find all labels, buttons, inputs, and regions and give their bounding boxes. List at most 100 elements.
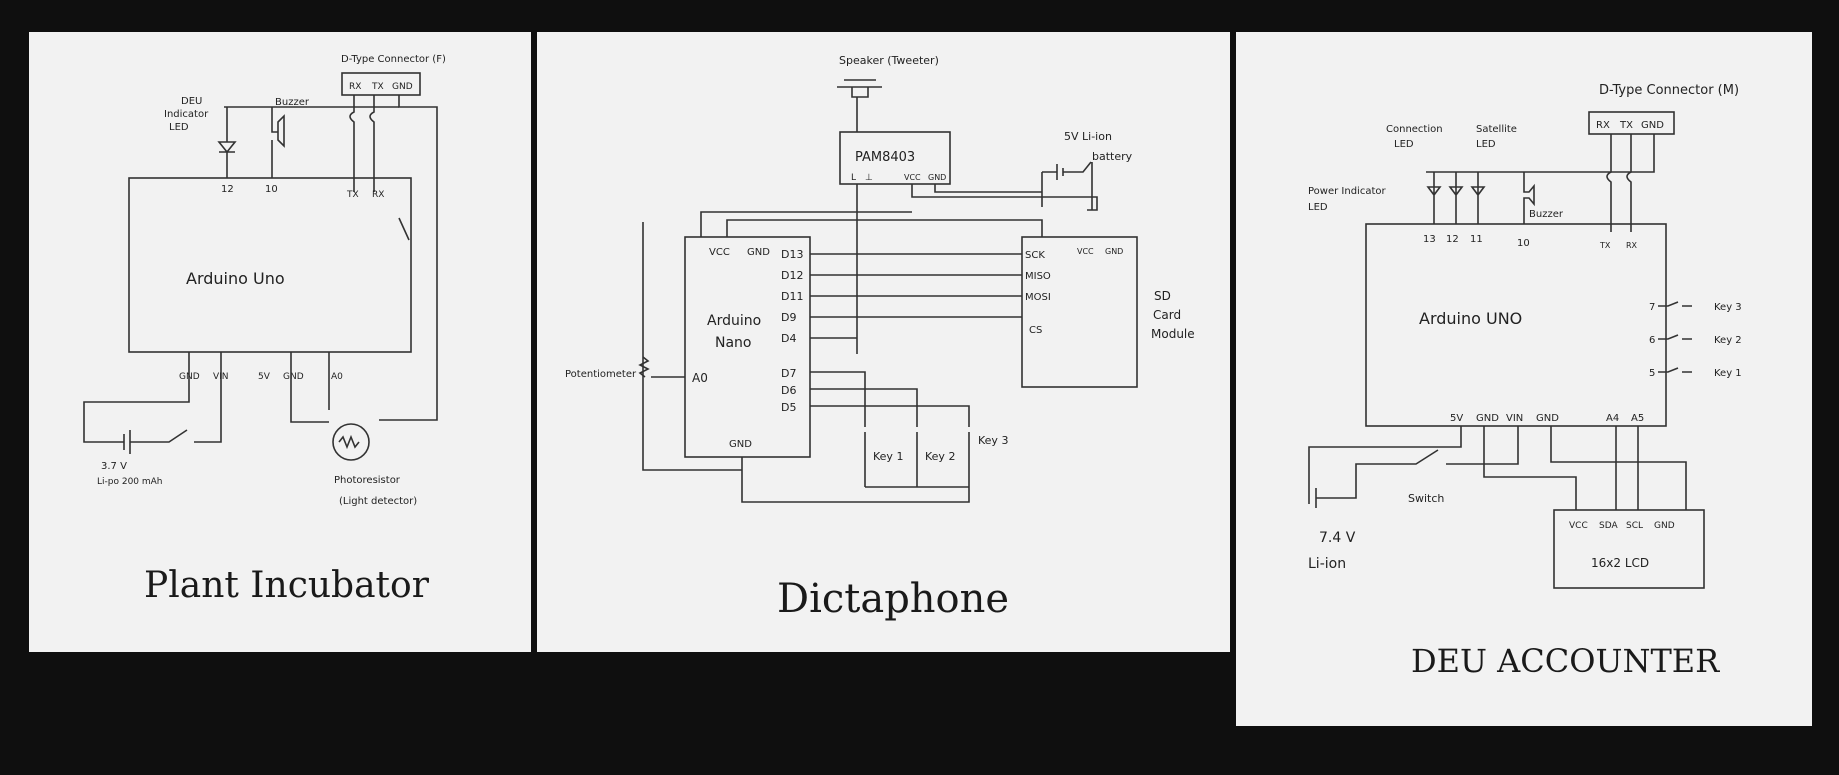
sd-pin-mosi: MOSI xyxy=(1025,292,1051,303)
wire-vin xyxy=(1446,426,1519,465)
lcd-pin-sda: SDA xyxy=(1599,521,1618,531)
wire-key1 xyxy=(810,371,866,427)
connector-pin-tx: TX xyxy=(371,82,384,92)
power-led-2: LED xyxy=(1308,202,1328,213)
nano-d7: D7 xyxy=(781,367,796,380)
pin-rx: RX xyxy=(372,190,384,200)
key-1: Key 1 xyxy=(873,450,903,463)
sd-pin-gnd: GND xyxy=(1105,247,1123,256)
amp-pin-vcc: VCC xyxy=(904,173,921,182)
pin-10: 10 xyxy=(265,184,278,195)
nano-d11: D11 xyxy=(781,290,803,303)
wire-vcc xyxy=(911,184,1098,211)
lcd-label: 16x2 LCD xyxy=(1591,556,1649,570)
pin-gnd-2: GND xyxy=(1536,413,1559,424)
board-label-2: Nano xyxy=(715,335,752,351)
battery-icon xyxy=(123,430,131,454)
connector-label: D-Type Connector (F) xyxy=(341,54,446,65)
wire-rx xyxy=(1606,134,1612,232)
wire-tx xyxy=(369,95,375,192)
pin-5v: 5V xyxy=(258,372,271,382)
board-label: Arduino UNO xyxy=(1419,309,1522,328)
pin-gnd-1: GND xyxy=(1476,413,1499,424)
wire-battery xyxy=(1308,426,1462,492)
led-icons xyxy=(1426,172,1486,224)
sd-pin-sck: SCK xyxy=(1025,250,1045,261)
potentiometer-icon xyxy=(638,356,685,378)
pin-rx: RX xyxy=(1626,241,1638,250)
pin-12: 12 xyxy=(221,184,234,195)
power-led-1: Power Indicator xyxy=(1308,186,1386,197)
sensor-label: Photoresistor xyxy=(334,475,401,486)
speaker-icon xyxy=(837,79,882,132)
sd-label-1: SD xyxy=(1154,289,1171,303)
pin-a0: A0 xyxy=(331,372,343,382)
led-label-3: LED xyxy=(169,122,189,133)
wire-switch xyxy=(1316,449,1439,499)
wire-vcc-lcd xyxy=(1483,426,1577,510)
key-3: Key 3 xyxy=(1714,302,1742,313)
pin-a5: A5 xyxy=(1631,413,1644,424)
battery-voltage: 3.7 V xyxy=(101,461,127,472)
nano-d5: D5 xyxy=(781,401,796,414)
key-switches xyxy=(1658,301,1692,373)
wire-photo-1 xyxy=(290,352,329,423)
battery-label-2: battery xyxy=(1092,150,1133,163)
sheet-dictaphone: Speaker (Tweeter) PAM8403 L ⊥ VCC GND 5V… xyxy=(537,32,1230,652)
nano-gnd-bottom: GND xyxy=(729,439,752,450)
connector-pin-gnd: GND xyxy=(392,82,413,92)
pin-10: 10 xyxy=(1517,238,1530,249)
led-label-2: Indicator xyxy=(164,109,209,120)
buzzer-label: Buzzer xyxy=(275,97,310,108)
led-connection-1: Connection xyxy=(1386,124,1443,135)
pin-a4: A4 xyxy=(1606,413,1619,424)
speaker-label: Speaker (Tweeter) xyxy=(839,54,939,67)
wire-vin xyxy=(194,352,222,443)
pin-vin: VIN xyxy=(1506,413,1523,424)
wire-gnd xyxy=(379,95,438,421)
nano-d4: D4 xyxy=(781,332,796,345)
sheet-plant-incubator: Arduino Uno D-Type Connector (F) RX TX G… xyxy=(29,32,531,652)
led-connection-2: LED xyxy=(1394,139,1414,150)
sd-label-2: Card xyxy=(1153,308,1181,322)
wire-nano-gnd xyxy=(726,219,1043,237)
buzzer-label: Buzzer xyxy=(1529,209,1564,220)
pot-label: Potentiometer xyxy=(565,369,637,380)
photoresistor-icon xyxy=(332,423,370,461)
buzzer-icon xyxy=(271,107,285,178)
lcd-pin-vcc: VCC xyxy=(1569,521,1588,531)
connector-pin-rx: RX xyxy=(1596,120,1610,131)
battery-icon xyxy=(1308,488,1317,508)
board-label-1: Arduino xyxy=(707,313,761,329)
amp-pin-l: L xyxy=(851,173,856,183)
switch-label: Switch xyxy=(1408,492,1444,505)
key-2: Key 2 xyxy=(1714,335,1742,346)
wire-battery xyxy=(83,352,190,443)
lcd-pin-gnd: GND xyxy=(1654,521,1675,531)
wire-gnd-bus xyxy=(1426,134,1655,173)
wire-rx xyxy=(349,95,355,192)
led-satellite-1: Satellite xyxy=(1476,124,1517,135)
dtype-connector xyxy=(341,72,421,96)
nano-d6: D6 xyxy=(781,384,796,397)
led-satellite-2: LED xyxy=(1476,139,1496,150)
nano-pin-vcc: VCC xyxy=(709,247,730,258)
sd-pin-cs: CS xyxy=(1029,325,1042,336)
wire-gnd-top xyxy=(934,184,1042,193)
nano-d9: D9 xyxy=(781,311,796,324)
pin-6: 6 xyxy=(1649,335,1655,346)
led-label-1: DEU xyxy=(181,96,202,107)
pin-13: 13 xyxy=(1423,234,1436,245)
pin-tx: TX xyxy=(346,190,359,200)
board-label: Arduino Uno xyxy=(186,269,285,288)
wire-tx xyxy=(1626,134,1632,232)
key-switches xyxy=(741,432,970,503)
pin-5v: 5V xyxy=(1450,413,1463,424)
wire-gnd-lcd xyxy=(1550,426,1687,510)
nano-d13: D13 xyxy=(781,248,803,261)
arduino-uno-board xyxy=(128,177,412,353)
pin-gnd-2: GND xyxy=(283,372,304,382)
nano-d12: D12 xyxy=(781,269,803,282)
wire-key2 xyxy=(810,388,918,427)
wire-battery-2 xyxy=(130,429,188,443)
